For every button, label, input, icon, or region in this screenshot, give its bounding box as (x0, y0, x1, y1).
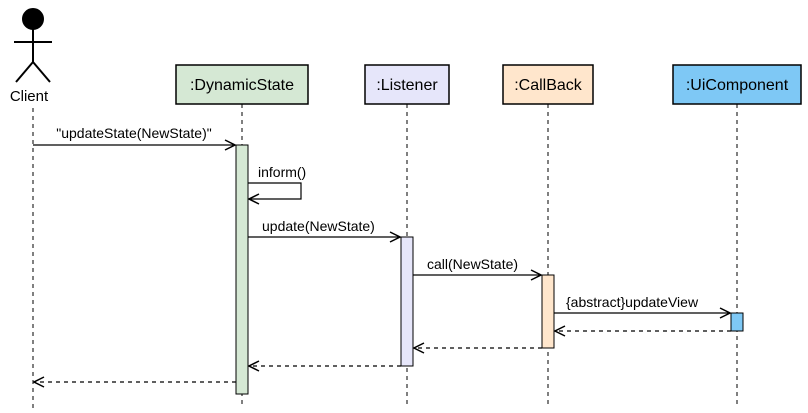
participant-uicomponent: :UiComponent (672, 64, 802, 105)
client-actor-label: Client (10, 88, 49, 105)
participant-uicomponent-label: :UiComponent (686, 77, 789, 94)
participant-uicomponent-box (672, 64, 802, 105)
update-state-message-label: "updateState(NewState)" (56, 125, 212, 141)
callback-activation (541, 274, 555, 349)
listener-activation (400, 236, 414, 367)
participant-dynamicstate: :DynamicState (175, 64, 309, 105)
update-view-message-label: {abstract}updateView (566, 294, 699, 310)
participant-callback-box (502, 64, 594, 105)
participant-dynamicstate-box (175, 64, 309, 105)
inform-self-message-arrow (248, 182, 302, 199)
participant-listener-label: :Listener (376, 77, 438, 94)
update-message-label: update(NewState) (262, 218, 375, 234)
stick-figure-icon (14, 8, 52, 83)
call-message-label: call(NewState) (427, 256, 518, 272)
participant-callback: :CallBack (502, 64, 594, 105)
participant-listener: :Listener (364, 64, 450, 105)
uicomponent-activation (730, 312, 744, 332)
participant-dynamicstate-label: :DynamicState (190, 77, 294, 94)
participant-callback-label: :CallBack (514, 77, 583, 94)
participant-listener-box (364, 64, 450, 105)
dynamicstate-activation (235, 144, 249, 395)
inform-message-label: inform() (258, 164, 306, 180)
